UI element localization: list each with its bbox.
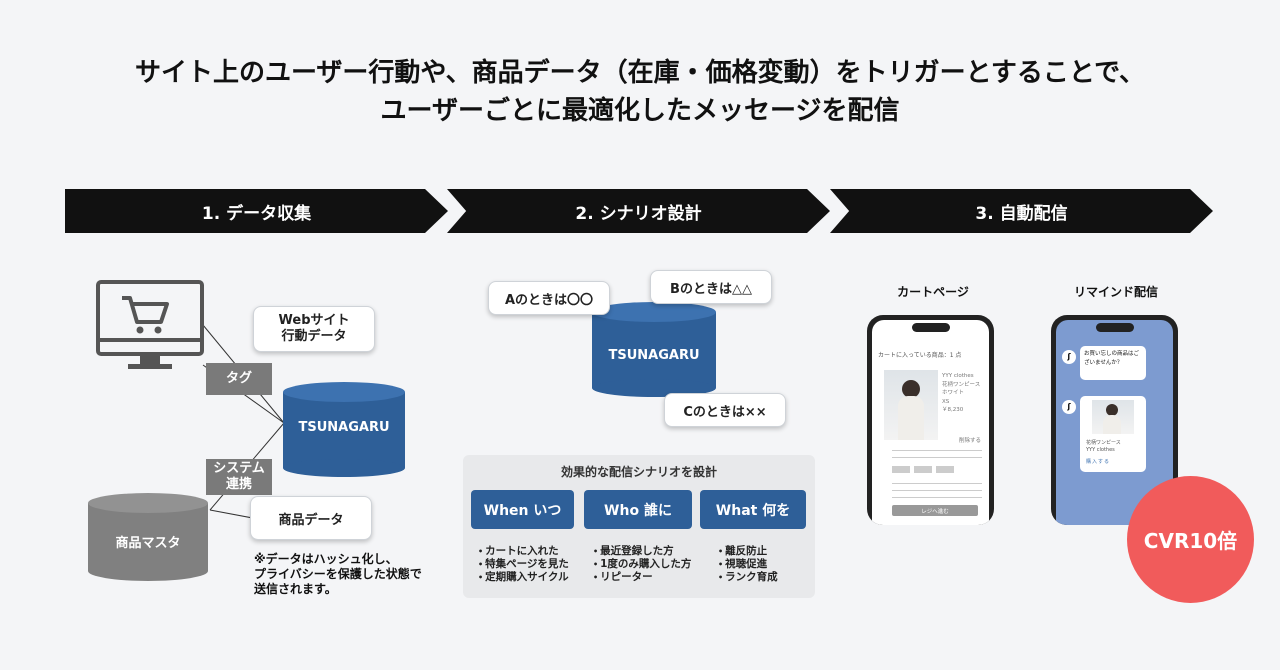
what-box: What 何を [700, 490, 806, 529]
who-list: 最近登録した方 1度のみ購入した方 リピーター [593, 545, 691, 584]
chat-product-brand: YYY clothes [1086, 447, 1115, 453]
cvr-badge: CVR10倍 [1127, 476, 1254, 603]
checkout-button[interactable]: レジへ進む [892, 505, 978, 516]
list-item: 定期購入サイクル [478, 571, 569, 584]
product-data-bubble: 商品データ [250, 496, 372, 540]
tsunagaru-database-icon [283, 382, 405, 477]
phone-cart-page: カートに入っている商品：1 点 YYY clothes 花柄ワンピース ホワイト… [867, 315, 994, 525]
list-item: 視聴促進 [718, 558, 778, 571]
product-photo [884, 370, 938, 440]
bot-avatar-icon: ʃ [1062, 400, 1076, 414]
chat-product-photo [1092, 400, 1134, 434]
tsunagaru-db-label: TSUNAGARU [298, 420, 390, 435]
headline-line1: サイト上のユーザー行動や、商品データ（在庫・価格変動）をトリガーとすることで、 [134, 58, 1146, 88]
web-bubble-line2: 行動データ [281, 329, 347, 344]
chat-product-name: 花柄ワンピース [1086, 440, 1121, 446]
scenario-bubble-a: Aのときは〇〇 [488, 281, 610, 315]
product-name: 花柄ワンピース [942, 381, 981, 388]
scenario-database-icon [592, 302, 716, 397]
product-price: ￥8,230 [942, 407, 964, 413]
when-list: カートに入れた 特集ページを見た 定期購入サイクル [478, 545, 569, 584]
cart-delete-link[interactable]: 削除する [958, 438, 981, 444]
chat-purchase-link[interactable]: 購入する [1086, 459, 1111, 465]
phone-notch [912, 323, 950, 332]
web-behavior-bubble: Webサイト 行動データ [253, 306, 375, 352]
step-3-banner: 3. 自動配信 [830, 189, 1213, 233]
phone1-title: カートページ [897, 285, 969, 299]
product-master-database-icon [88, 493, 208, 581]
list-item: リピーター [593, 571, 691, 584]
who-box: Who 誰に [584, 490, 692, 529]
list-item: 特集ページを見た [478, 558, 569, 571]
when-box: When いつ [471, 490, 574, 529]
bot-avatar-icon: ʃ [1062, 350, 1076, 364]
product-size: XS [942, 398, 950, 405]
data-collection-diagram [88, 280, 405, 581]
phone-notch [1096, 323, 1134, 332]
system-link-line2: 連携 [225, 477, 252, 492]
scenario-panel-title: 効果的な配信シナリオを設計 [560, 465, 717, 479]
cart-screen: カートに入っている商品：1 点 YYY clothes 花柄ワンピース ホワイト… [872, 320, 989, 525]
web-bubble-line1: Webサイト [278, 313, 350, 328]
scenario-db-label: TSUNAGARU [608, 348, 700, 363]
step-2-banner: 2. シナリオ設計 [447, 189, 830, 233]
tag-label: タグ [206, 363, 272, 395]
list-item: ランク育成 [718, 571, 778, 584]
system-link-label: システム 連携 [206, 459, 272, 495]
monitor-cart-icon [96, 280, 204, 369]
privacy-note-line3: 送信されます。 [254, 582, 337, 596]
chat-message-bubble: お買い忘しの商品はございませんか？ [1080, 346, 1146, 380]
scenario-bubble-b: Bのときは△△ [650, 270, 772, 304]
list-item: 最近登録した方 [593, 545, 691, 558]
step-1-banner: 1. データ収集 [65, 189, 448, 233]
list-item: 離反防止 [718, 545, 778, 558]
privacy-note-line2: プライバシーを保護した状態で [254, 567, 422, 581]
product-brand: YYY clothes [942, 373, 974, 379]
scenario-bubble-c: Cのときは×× [664, 393, 786, 427]
cart-product-info: YYY clothes 花柄ワンピース ホワイト XS ￥8,230 [942, 372, 980, 415]
what-list: 離反防止 視聴促進 ランク育成 [718, 545, 778, 584]
chat-product-card: 花柄ワンピース YYY clothes 購入する [1080, 396, 1146, 472]
privacy-note: ※データはハッシュ化し、 プライバシーを保護した状態で 送信されます。 [254, 552, 422, 597]
system-link-line1: システム [213, 461, 265, 476]
phone2-title: リマインド配信 [1073, 285, 1158, 299]
list-item: 1度のみ購入した方 [593, 558, 691, 571]
headline-line2: ユーザーごとに最適化したメッセージを配信 [380, 96, 900, 126]
cart-header: カートに入っている商品：1 点 [878, 352, 962, 359]
product-master-label: 商品マスタ [115, 536, 181, 551]
product-color: ホワイト [942, 390, 965, 396]
privacy-note-line1: ※データはハッシュ化し、 [254, 552, 398, 566]
list-item: カートに入れた [478, 545, 569, 558]
